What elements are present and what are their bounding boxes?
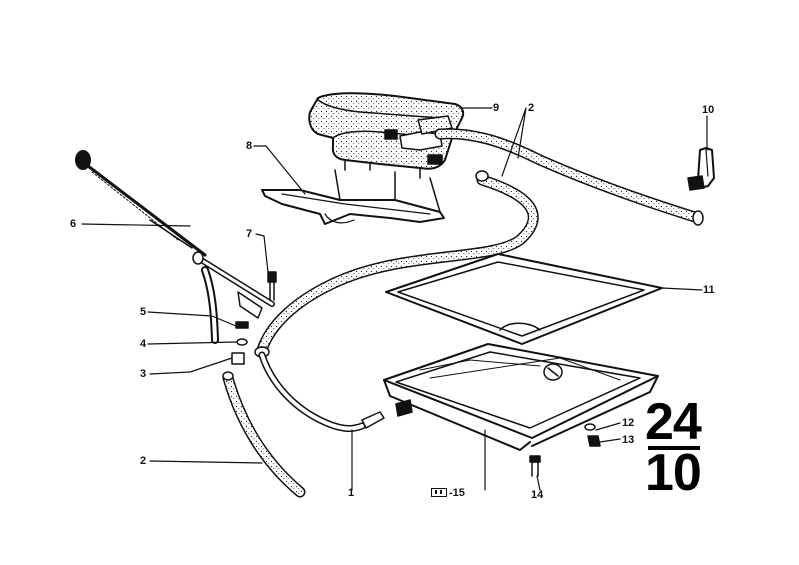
leader-lines	[81, 107, 708, 491]
callout-8: 8	[246, 140, 253, 152]
hose-return	[434, 128, 704, 226]
callout-2-bottom: 2	[140, 455, 147, 467]
callout-13: 13	[622, 434, 635, 446]
hose-lower	[222, 371, 306, 498]
callout-9: 9	[493, 102, 500, 114]
callout-11: 11	[703, 284, 715, 296]
callout-1: 1	[348, 487, 355, 499]
callout-4: 4	[140, 338, 147, 350]
group-number-bottom: 10	[645, 444, 702, 502]
callout-14: 14	[531, 489, 544, 501]
dipstick	[75, 150, 207, 257]
callout-2-top: 2	[528, 102, 535, 114]
dipstick-guide-tube	[192, 251, 275, 344]
oil-pan	[383, 343, 659, 451]
callout-10: 10	[702, 104, 715, 116]
hose-clip	[687, 147, 715, 191]
callout-3: 3	[140, 368, 147, 380]
kit-icon	[431, 488, 447, 497]
callout-15: -15	[449, 487, 465, 499]
mounting-bracket	[261, 169, 445, 225]
group-number-top: 24	[645, 393, 702, 451]
gasket	[385, 253, 663, 345]
oil-pipe	[258, 351, 413, 432]
small-parts	[231, 321, 249, 365]
group-number-divider	[648, 446, 700, 450]
callout-7: 7	[246, 228, 253, 240]
bolt-7	[267, 271, 277, 301]
callout-6: 6	[70, 218, 77, 230]
oil-reservoir	[308, 92, 465, 179]
drain-plug-and-bolts	[529, 423, 601, 477]
hose-tank-to-pump	[254, 170, 539, 358]
callout-12: 12	[622, 417, 635, 429]
callout-5: 5	[140, 306, 147, 318]
